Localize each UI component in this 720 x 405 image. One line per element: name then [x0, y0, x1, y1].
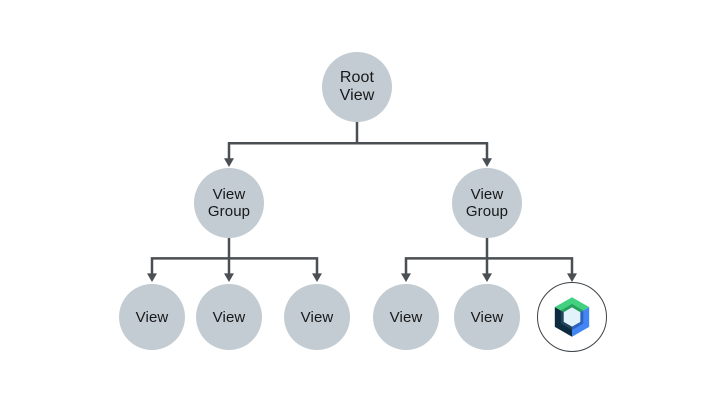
node-view-1: View: [119, 284, 185, 350]
arrowhead-icon: [482, 273, 492, 282]
arrowhead-icon: [567, 273, 577, 282]
node-label: View: [212, 308, 246, 326]
arrowhead-icon: [312, 273, 322, 282]
edge-group-left-bracket: [150, 257, 319, 274]
node-view-5: View: [454, 284, 520, 350]
node-label: View Group: [465, 186, 509, 220]
node-label: View Group: [207, 186, 251, 220]
node-root-view: Root View: [322, 52, 392, 122]
node-label: View: [389, 308, 423, 326]
node-view-group-left: View Group: [194, 168, 264, 238]
node-view-4: View: [373, 284, 439, 350]
node-view-group-right: View Group: [452, 168, 522, 238]
node-view-3: View: [284, 284, 350, 350]
node-label: View: [300, 308, 334, 326]
node-compose: [537, 282, 607, 352]
connector-arrowheads: [147, 158, 577, 282]
edge-root-to-groups: [227, 141, 489, 159]
edge-group-right-bracket: [404, 257, 574, 274]
arrowhead-icon: [482, 158, 492, 167]
node-label: View: [135, 308, 169, 326]
arrowhead-icon: [147, 273, 157, 282]
arrowhead-icon: [224, 273, 234, 282]
connector-lines: [150, 121, 574, 274]
node-label: View: [470, 308, 504, 326]
arrowhead-icon: [224, 158, 234, 167]
node-label: Root View: [339, 69, 375, 104]
jetpack-compose-logo-icon: [554, 297, 590, 337]
node-view-2: View: [196, 284, 262, 350]
arrowhead-icon: [401, 273, 411, 282]
